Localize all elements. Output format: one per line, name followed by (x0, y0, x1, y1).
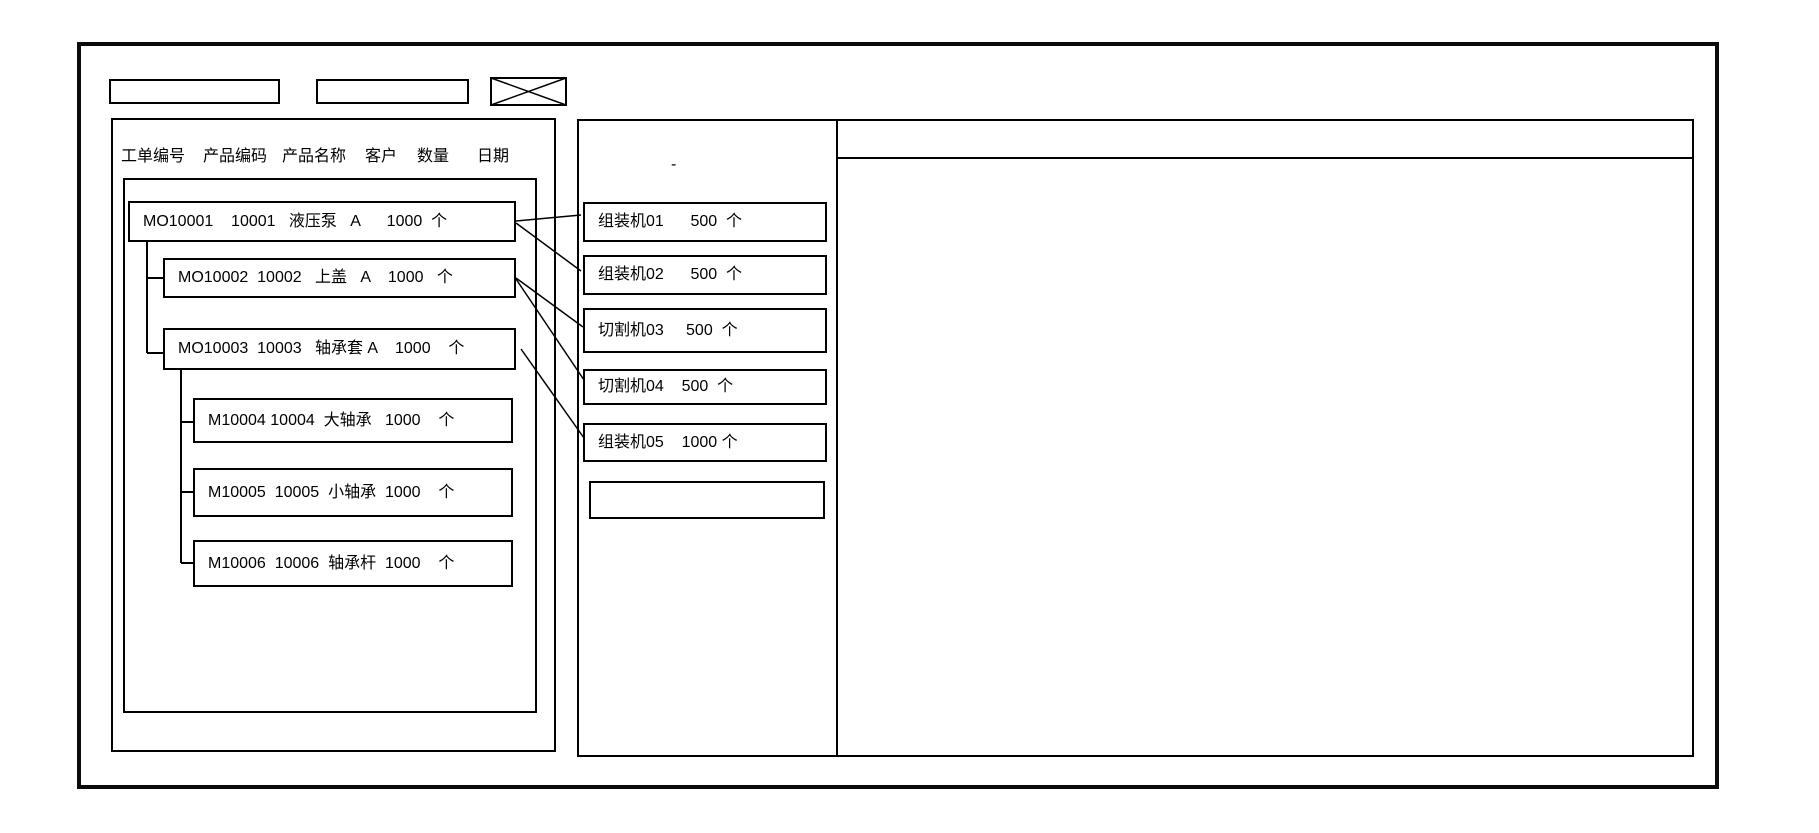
x-icon (490, 77, 567, 106)
note-dash: - (671, 156, 677, 173)
machine-card-zhuangji05[interactable]: 组装机05 1000 个 (583, 423, 827, 462)
machine-card-qiegeji04[interactable]: 切割机04 500 个 (583, 369, 827, 405)
order-node-m10006[interactable]: M10006 10006 轴承杆 1000 个 (193, 540, 513, 587)
column-header-product-code: 产品编码 (203, 148, 268, 165)
detail-header-rule (837, 157, 1694, 159)
image-placeholder-button[interactable] (490, 77, 567, 106)
column-header-order-no: 工单编号 (121, 148, 186, 165)
column-header-product-name: 产品名称 (282, 148, 347, 165)
toolbar-field-2[interactable] (316, 79, 469, 104)
machine-card-qiegeji03[interactable]: 切割机03 500 个 (583, 308, 827, 353)
column-header-date: 日期 (477, 148, 510, 165)
column-header-quantity: 数量 (417, 148, 450, 165)
order-node-mo10001[interactable]: MO10001 10001 液压泵 A 1000 个 (128, 201, 516, 242)
column-header-customer: 客户 (365, 148, 398, 165)
panel-divider (836, 119, 838, 757)
machine-card-zhuangji02[interactable]: 组装机02 500 个 (583, 255, 827, 295)
order-node-mo10002[interactable]: MO10002 10002 上盖 A 1000 个 (163, 258, 516, 298)
order-node-m10004[interactable]: M10004 10004 大轴承 1000 个 (193, 398, 513, 443)
toolbar-field-1[interactable] (109, 79, 280, 104)
machine-card-zhuangji01[interactable]: 组装机01 500 个 (583, 202, 827, 242)
order-tree-container (123, 178, 537, 713)
order-node-mo10003[interactable]: MO10003 10003 轴承套 A 1000 个 (163, 328, 516, 370)
order-node-m10005[interactable]: M10005 10005 小轴承 1000 个 (193, 468, 513, 517)
machine-card-empty[interactable] (589, 481, 825, 519)
window-frame (77, 42, 1719, 789)
